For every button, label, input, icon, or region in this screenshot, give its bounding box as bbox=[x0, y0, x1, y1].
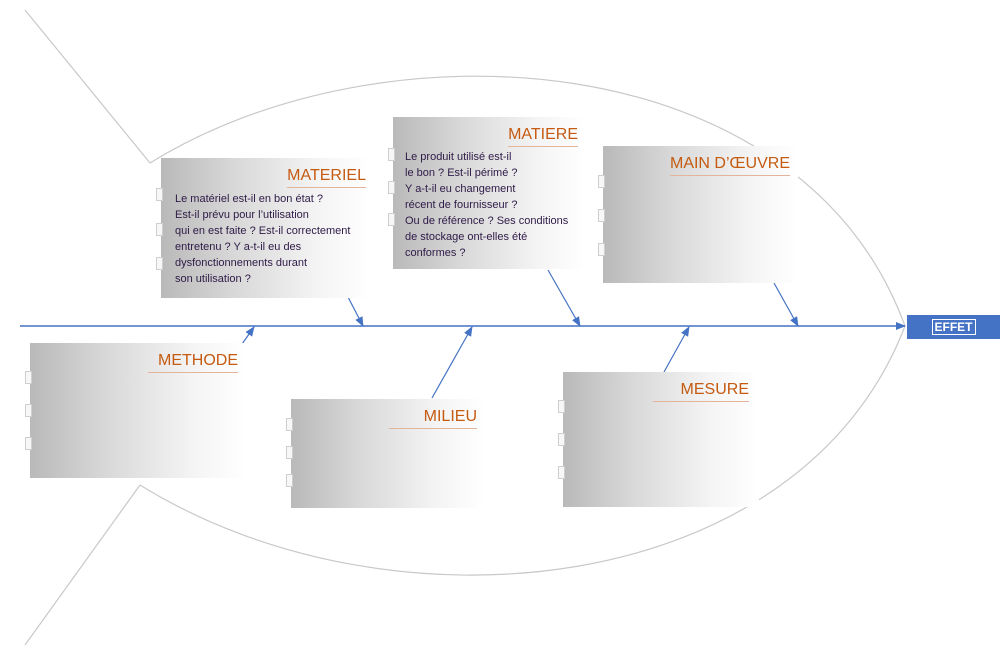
bullet-marker bbox=[286, 446, 293, 459]
cause-line: de stockage ont-elles été bbox=[405, 231, 528, 243]
bullet-marker bbox=[25, 404, 32, 417]
cause-title-mesure: MESURE bbox=[653, 381, 749, 402]
bullet-marker bbox=[286, 418, 293, 431]
branch-main-oeuvre bbox=[773, 282, 799, 327]
cause-line: Le matériel est-il en bon état ? bbox=[175, 193, 323, 205]
bullet-marker bbox=[558, 400, 565, 413]
bullet-marker bbox=[25, 437, 32, 450]
cause-box-materiel: MATERIEL Le matériel est-il en bon état … bbox=[156, 158, 370, 298]
cause-title-methode: METHODE bbox=[148, 352, 238, 373]
bullet-marker bbox=[25, 371, 32, 384]
bullet-marker bbox=[388, 181, 395, 194]
cause-title-materiel: MATERIEL bbox=[287, 167, 366, 188]
cause-line: conformes ? bbox=[405, 247, 466, 259]
fish-head-lower-outline bbox=[139, 325, 906, 576]
fish-tail-upper bbox=[24, 9, 151, 164]
branch-matiere bbox=[547, 269, 581, 327]
bullet-marker bbox=[156, 257, 163, 270]
cause-line: Ou de référence ? Ses conditions bbox=[405, 215, 569, 227]
cause-box-milieu: MILIEU bbox=[286, 399, 485, 508]
cause-line: Le produit utilisé est-il bbox=[405, 151, 512, 163]
branch-mesure bbox=[663, 326, 690, 373]
bullet-marker bbox=[156, 188, 163, 201]
effect-box: EFFET bbox=[907, 315, 1000, 339]
cause-line: qui en est faite ? Est-il correctement bbox=[175, 225, 351, 237]
cause-line: récent de fournisseur ? bbox=[405, 199, 518, 211]
cause-title-matiere: MATIERE bbox=[508, 126, 578, 147]
cause-title-main-oeuvre: MAIN D’ŒUVRE bbox=[669, 155, 790, 176]
bullet-marker bbox=[558, 466, 565, 479]
cause-text-matiere: Le produit utilisé est-il le bon ? Est-i… bbox=[405, 149, 568, 261]
cause-line: dysfonctionnements durant bbox=[175, 257, 308, 269]
bullet-marker bbox=[598, 243, 605, 256]
cause-box-mesure: MESURE bbox=[558, 372, 759, 507]
cause-line: entretenu ? Y a-t-il eu des bbox=[175, 241, 302, 253]
branch-materiel bbox=[347, 296, 364, 327]
cause-box-methode: METHODE bbox=[25, 343, 246, 478]
cause-text-materiel: Le matériel est-il en bon état ? Est-il … bbox=[175, 191, 350, 287]
fish-tail-lower bbox=[24, 484, 141, 646]
bullet-marker bbox=[156, 223, 163, 236]
cause-box-main-oeuvre: MAIN D’ŒUVRE bbox=[598, 146, 798, 283]
branch-milieu bbox=[431, 326, 473, 399]
cause-box-matiere: MATIERE Le produit utilisé est-il le bon… bbox=[388, 117, 586, 269]
fish-head-upper-outline bbox=[149, 75, 906, 327]
cause-line: Y a-t-il eu changement bbox=[405, 183, 516, 195]
cause-title-milieu: MILIEU bbox=[389, 408, 477, 429]
bullet-marker bbox=[558, 433, 565, 446]
bullet-marker bbox=[598, 175, 605, 188]
bullet-marker bbox=[598, 209, 605, 222]
effect-label: EFFET bbox=[931, 319, 976, 335]
cause-line: Est-il prévu pour l’utilisation bbox=[175, 209, 309, 221]
cause-line: son utilisation ? bbox=[175, 273, 251, 285]
bullet-marker bbox=[286, 474, 293, 487]
bullet-marker bbox=[388, 213, 395, 226]
bullet-marker bbox=[388, 148, 395, 161]
cause-line: le bon ? Est-il périmé ? bbox=[405, 167, 518, 179]
